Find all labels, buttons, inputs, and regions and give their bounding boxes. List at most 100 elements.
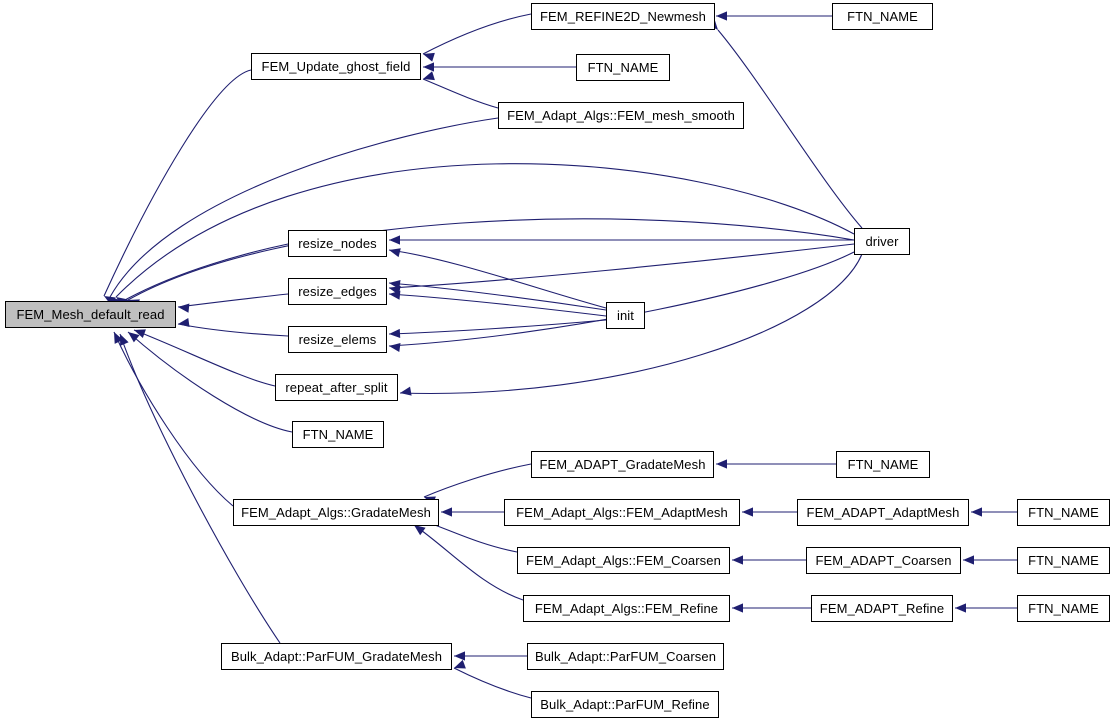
node-fem_adapt_gradatemesh[interactable]: FEM_ADAPT_GradateMesh: [531, 451, 714, 478]
node-label: FTN_NAME: [847, 9, 918, 24]
edge-ghost-to-main: [103, 69, 252, 297]
edge-smooth-to-ghost: [422, 78, 499, 109]
node-resize_nodes[interactable]: resize_nodes: [288, 230, 387, 257]
node-label: init: [616, 308, 635, 323]
edge-init-to-nodes: [388, 249, 607, 309]
edge-refine-to-gradate: [413, 524, 524, 601]
edge-edges-to-main-arrowhead: [178, 303, 190, 313]
edge-gradate-to-main: [113, 331, 234, 507]
edge-init-to-elems-arrowhead: [389, 328, 401, 339]
edge-bulkgradate-to-main-arrowhead: [120, 334, 129, 346]
edge-femadaptrefine-to-refine-arrowhead: [732, 603, 743, 613]
edge-smooth-to-ghost-arrowhead: [423, 71, 435, 81]
node-label: FEM_Adapt_Algs::FEM_Coarsen: [526, 553, 721, 568]
edge-ftnname-to-femadaptrefine-arrowhead: [955, 603, 966, 613]
edge-bulkcoarsen-to-bulkgradate-arrowhead: [454, 651, 465, 661]
edge-init-to-nodes-arrowhead: [389, 248, 401, 258]
node-label: FEM_Adapt_Algs::FEM_Refine: [534, 601, 719, 616]
edge-elems-to-main-arrowhead: [178, 317, 190, 328]
node-label: FEM_Mesh_default_read: [16, 307, 165, 322]
edge-init-to-elems: [388, 319, 607, 335]
node-ftn_name_left[interactable]: FTN_NAME: [292, 421, 384, 448]
node-bulk_adapt_parfum_gradatemesh[interactable]: Bulk_Adapt::ParFUM_GradateMesh: [221, 643, 452, 670]
node-label: resize_edges: [298, 284, 377, 299]
node-fem_mesh_smooth[interactable]: FEM_Adapt_Algs::FEM_mesh_smooth: [498, 102, 744, 129]
edge-init-to-edges-a: [388, 282, 607, 311]
node-label: FEM_Adapt_Algs::GradateMesh: [241, 505, 431, 520]
node-resize_elems[interactable]: resize_elems: [288, 326, 387, 353]
edge-femadaptadapt-to-adaptmesh-arrowhead: [742, 507, 753, 517]
edge-bulkrefine-to-bulkgradate: [453, 667, 532, 699]
node-repeat_after_split[interactable]: repeat_after_split: [275, 374, 398, 401]
node-fem_adapt_algs_gradatemesh[interactable]: FEM_Adapt_Algs::GradateMesh: [233, 499, 439, 526]
node-label: FTN_NAME: [1028, 601, 1099, 616]
node-label: FEM_Adapt_Algs::FEM_AdaptMesh: [516, 505, 728, 520]
edge-ftnname-to-refine2d-arrowhead: [716, 11, 727, 21]
edge-driver-to-main-top: [115, 163, 855, 298]
edge-femadaptcoarsen-to-coarsen-arrowhead: [732, 555, 743, 565]
edge-init-to-edges-a-arrowhead: [389, 279, 401, 290]
edge-nodes-to-main: [124, 243, 289, 301]
node-init[interactable]: init: [606, 302, 645, 329]
edge-init-to-edges-b: [388, 293, 607, 317]
edge-driver-to-main-mid: [127, 218, 855, 301]
node-label: FEM_REFINE2D_Newmesh: [540, 9, 706, 24]
edge-refine-to-gradate-arrowhead: [414, 525, 426, 536]
node-driver[interactable]: driver: [854, 228, 910, 255]
node-label: Bulk_Adapt::ParFUM_GradateMesh: [230, 649, 443, 664]
node-ftn_name_coarsen[interactable]: FTN_NAME: [1017, 547, 1110, 574]
node-ftn_name_refine[interactable]: FTN_NAME: [1017, 595, 1110, 622]
edge-adaptmesh-to-gradate-arrowhead: [441, 507, 452, 517]
edge-ftnname-to-femadaptadapt-arrowhead: [971, 507, 982, 517]
node-label: repeat_after_split: [285, 380, 388, 395]
edge-ftnname-to-femadaptgradate-arrowhead: [716, 459, 727, 469]
node-ftn_name_adaptmesh[interactable]: FTN_NAME: [1017, 499, 1110, 526]
node-fem_adapt_algs_coarsen[interactable]: FEM_Adapt_Algs::FEM_Coarsen: [517, 547, 730, 574]
edge-elems-to-main: [177, 323, 289, 337]
edge-driver-to-nodes-arrowhead: [389, 235, 400, 245]
node-label: FEM_ADAPT_Refine: [819, 601, 945, 616]
edge-split-to-main: [133, 329, 276, 387]
node-fem_mesh_default_read[interactable]: FEM_Mesh_default_read: [5, 301, 176, 328]
node-label: FEM_Update_ghost_field: [261, 59, 411, 74]
node-label: FEM_ADAPT_AdaptMesh: [806, 505, 960, 520]
edge-refine2d-to-ghost-arrowhead: [423, 52, 435, 62]
edge-ftnnameleft-to-main: [127, 331, 293, 433]
edge-smooth-to-main: [109, 117, 499, 298]
node-label: FTN_NAME: [847, 457, 919, 472]
edge-driver-to-elems: [388, 251, 855, 347]
node-label: FEM_Adapt_Algs::FEM_mesh_smooth: [507, 108, 735, 123]
node-fem_adapt_refine[interactable]: FEM_ADAPT_Refine: [811, 595, 953, 622]
edge-refine2d-to-ghost: [422, 13, 532, 55]
node-label: FEM_ADAPT_GradateMesh: [539, 457, 706, 472]
node-bulk_adapt_parfum_refine[interactable]: Bulk_Adapt::ParFUM_Refine: [531, 691, 719, 718]
node-ftn_name_ghost[interactable]: FTN_NAME: [576, 54, 670, 81]
node-label: Bulk_Adapt::ParFUM_Coarsen: [534, 649, 717, 664]
edge-femadaptgradate-to-gradate: [423, 463, 532, 498]
edge-ftnnameleft-to-main-arrowhead: [128, 332, 140, 343]
edge-driver-to-elems-arrowhead: [389, 342, 401, 353]
node-fem_adapt_algs_adaptmesh[interactable]: FEM_Adapt_Algs::FEM_AdaptMesh: [504, 499, 740, 526]
edge-driver-to-refine2d: [717, 29, 863, 229]
node-fem_adapt_adaptmesh[interactable]: FEM_ADAPT_AdaptMesh: [797, 499, 969, 526]
node-label: resize_nodes: [298, 236, 377, 251]
node-ftn_name_gradate[interactable]: FTN_NAME: [836, 451, 930, 478]
node-label: FTN_NAME: [302, 427, 374, 442]
edge-driver-to-split-arrowhead: [400, 386, 412, 396]
node-label: resize_elems: [298, 332, 377, 347]
node-bulk_adapt_parfum_coarsen[interactable]: Bulk_Adapt::ParFUM_Coarsen: [527, 643, 724, 670]
edge-driver-to-edges: [388, 243, 855, 289]
node-fem_adapt_coarsen[interactable]: FEM_ADAPT_Coarsen: [806, 547, 961, 574]
node-label: FEM_ADAPT_Coarsen: [815, 553, 952, 568]
edge-ftnname-to-ghost-arrowhead: [423, 62, 434, 72]
edge-bulkgradate-to-main: [119, 333, 281, 644]
edge-driver-to-split: [399, 253, 863, 395]
node-resize_edges[interactable]: resize_edges: [288, 278, 387, 305]
node-fem_update_ghost_field[interactable]: FEM_Update_ghost_field: [251, 53, 421, 80]
node-fem_adapt_algs_refine[interactable]: FEM_Adapt_Algs::FEM_Refine: [523, 595, 730, 622]
edge-edges-to-main: [177, 293, 289, 308]
edge-ftnname-to-femadaptcoarsen-arrowhead: [963, 555, 974, 565]
node-ftn_name_top_right[interactable]: FTN_NAME: [832, 3, 933, 30]
node-fem_refine2d_newmesh[interactable]: FEM_REFINE2D_Newmesh: [531, 3, 715, 30]
